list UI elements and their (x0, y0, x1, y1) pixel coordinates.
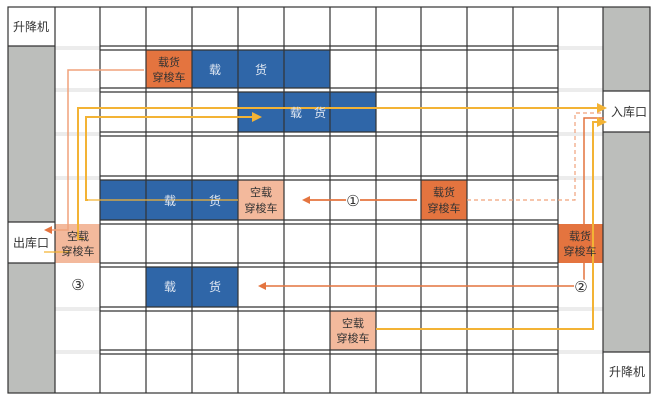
lift-right-shaft (603, 7, 650, 352)
shuttle-empty-bottom (330, 311, 376, 350)
cargo-row4-char1: 载 (164, 194, 176, 208)
cargo-block-row1 (192, 50, 330, 88)
outbound-port-label: 出库口 (13, 235, 49, 250)
shuttle-loaded-mid (421, 180, 467, 220)
shuttle-loaded-right-line1: 载货 (569, 229, 591, 243)
cargo-row6-char1: 载 (164, 280, 176, 294)
lift-left-shaft (8, 46, 55, 393)
shuttle-loaded-right-line2: 穿梭车 (564, 244, 597, 258)
cargo-row2-char1: 载 (290, 106, 302, 120)
shuttle-loaded-top-line1: 载货 (158, 55, 180, 69)
shuttle-empty-mid-line1: 空载 (250, 185, 272, 199)
shuttle-empty-mid (238, 180, 284, 220)
lift-label-bottom-right: 升降机 (609, 365, 645, 379)
marker-1: ① (346, 192, 359, 210)
cargo-row4-char2: 货 (209, 193, 221, 208)
shuttle-loaded-top (146, 50, 192, 88)
shuttle-loaded-right (558, 224, 603, 263)
marker-3: ③ (71, 276, 84, 294)
path-yellow-to-inbound-2 (376, 117, 607, 330)
cargo-row1-char2: 货 (255, 62, 267, 77)
cargo-row1-char1: 载 (209, 63, 221, 77)
path-outbound-from-top (44, 69, 144, 234)
shuttle-empty-bottom-line2: 穿梭车 (337, 331, 370, 345)
shuttle-loaded-mid-line1: 载货 (433, 185, 455, 199)
cargo-row2-char2: 货 (314, 105, 326, 120)
shuttle-loaded-mid-line2: 穿梭车 (428, 201, 461, 215)
cargo-block-row2 (238, 92, 376, 132)
inbound-port-label: 入库口 (611, 104, 647, 119)
shuttle-empty-mid-line2: 穿梭车 (245, 201, 278, 215)
lift-label-top-left: 升降机 (13, 20, 49, 34)
shuttle-empty-left-line1: 空载 (67, 229, 89, 243)
marker-2: ② (574, 278, 587, 296)
shuttle-empty-bottom-line1: 空载 (342, 316, 364, 330)
cargo-row6-char2: 货 (209, 279, 221, 294)
shuttle-empty-left-line2: 穿梭车 (62, 244, 95, 258)
shuttle-loaded-top-line2: 穿梭车 (153, 70, 186, 84)
path-yellow-to-inbound-1 (77, 103, 607, 240)
